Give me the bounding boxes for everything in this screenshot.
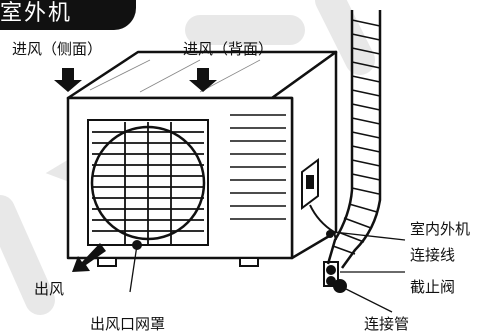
inlet-back-label: 进风（背面） <box>183 40 274 58</box>
stop-valve-icon <box>323 261 347 293</box>
connecting-pipe-label: 连接管 <box>364 315 410 333</box>
outdoor-unit-tag: 室外机 <box>0 0 136 30</box>
wire-connector <box>301 158 319 210</box>
connecting-wire-label-line2: 连接线 <box>410 246 456 264</box>
inlet-side-label: 进风（侧面） <box>12 40 103 58</box>
outlet-label: 出风 <box>34 280 65 298</box>
outlet-grille-label: 出风口网罩 <box>90 315 166 333</box>
tag-label: 室外机 <box>0 1 73 26</box>
outlet-arrow <box>72 243 106 272</box>
inlet-back-arrow <box>189 68 217 92</box>
outlet-grille <box>87 119 209 250</box>
connecting-wire-path <box>309 204 337 241</box>
stop-valve-label: 截止阀 <box>410 278 456 296</box>
connecting-wire-label-line1: 室内外机 <box>410 220 471 238</box>
inlet-side-arrow <box>54 68 82 92</box>
